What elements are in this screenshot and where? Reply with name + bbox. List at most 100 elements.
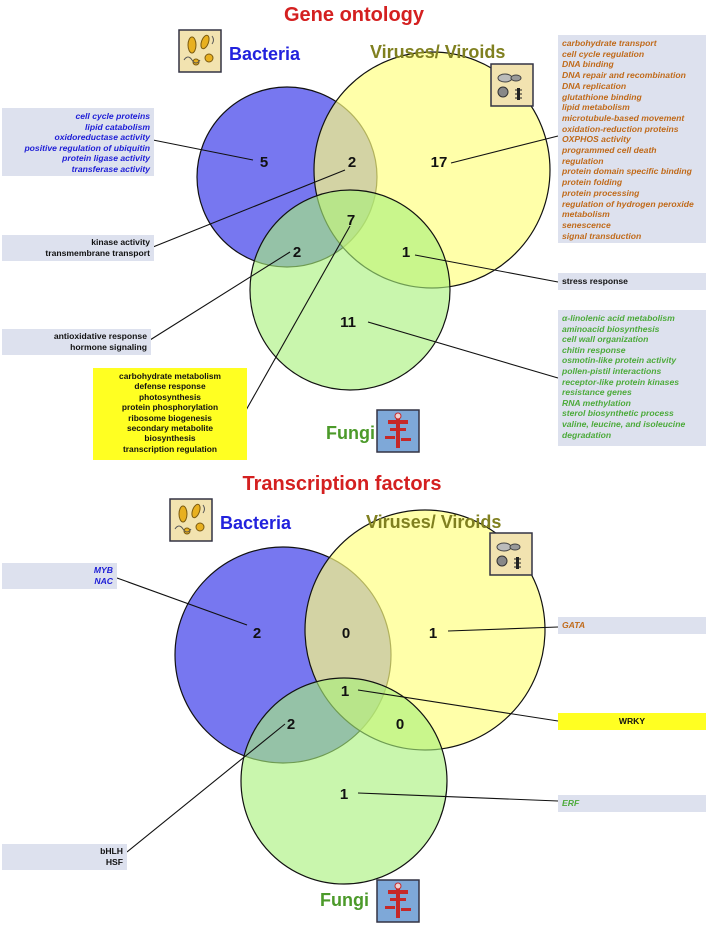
tf-count-all-three: 1 bbox=[341, 683, 349, 700]
go-term: stress response bbox=[562, 276, 628, 286]
go-term: transcription regulation bbox=[123, 443, 217, 454]
go-list-all-three: carbohydrate metabolism defense response… bbox=[93, 368, 247, 460]
go-term: protein ligase activity bbox=[62, 153, 150, 164]
go-list-viruses-only: carbohydrate transport cell cycle regula… bbox=[558, 35, 706, 243]
go-term: secondary metabolite bbox=[126, 423, 214, 434]
go-list-bacteria-fungi: antioxidative response hormone signaling bbox=[2, 329, 151, 355]
tf-leader-fungi-only bbox=[357, 792, 559, 802]
virus-icon bbox=[490, 63, 534, 107]
tf-list-viruses-only: GATA bbox=[558, 617, 706, 634]
go-term: signal transduction bbox=[562, 230, 642, 241]
tf-fungi-label: Fungi bbox=[320, 890, 369, 910]
go-term: valine, leucine, and isoleucine bbox=[562, 418, 686, 429]
go-term: defense response bbox=[134, 381, 206, 392]
gene-ontology-title: Gene ontology bbox=[284, 4, 425, 26]
go-term: cell wall organization bbox=[562, 334, 649, 345]
go-term: receptor-like protein kinases bbox=[562, 376, 680, 387]
go-fungi-circle bbox=[249, 189, 451, 391]
go-leader-all-three bbox=[244, 225, 351, 413]
go-term: oxidation-reduction proteins bbox=[562, 123, 679, 134]
go-term: photosynthesis bbox=[139, 391, 201, 402]
tf-leader-all-three bbox=[357, 689, 559, 722]
go-term: transmembrane transport bbox=[45, 247, 150, 258]
go-viruses-label: Viruses/ Viroids bbox=[370, 42, 505, 62]
tf-list-bacteria-only: MYB NAC bbox=[2, 563, 117, 589]
tf-list-all-three: WRKY bbox=[558, 713, 706, 730]
go-list-bacteria-viruses: kinase activity transmembrane transport bbox=[2, 235, 154, 261]
tf-list-bacteria-fungi: bHLH HSF bbox=[2, 844, 127, 870]
tf-term: MYB bbox=[93, 565, 113, 575]
go-leader-viruses-only bbox=[450, 135, 559, 164]
go-term: lipid catabolism bbox=[85, 121, 150, 132]
go-term: degradation bbox=[562, 429, 612, 440]
go-term: positive regulation of ubiquitin bbox=[24, 142, 150, 153]
go-term: cell cycle regulation bbox=[562, 48, 645, 59]
tf-count-viruses-fungi: 0 bbox=[396, 716, 404, 733]
tf-venn bbox=[174, 509, 546, 885]
go-term: protein folding bbox=[562, 177, 623, 188]
tf-list-fungi-only: ERF bbox=[558, 795, 706, 812]
go-term: ribosome biogenesis bbox=[128, 412, 212, 423]
tf-viruses-label: Viruses/ Viroids bbox=[366, 512, 501, 532]
go-term: protein domain specific binding bbox=[562, 166, 692, 177]
go-list-fungi-only: α-linolenic acid metabolism aminoacid bi… bbox=[558, 310, 706, 446]
go-term: protein processing bbox=[562, 187, 640, 198]
bacteria-icon bbox=[178, 29, 222, 73]
fungi-icon bbox=[376, 409, 420, 453]
tf-term: NAC bbox=[94, 575, 113, 586]
go-term: α-linolenic acid metabolism bbox=[562, 313, 675, 323]
go-term: sterol biosynthetic process bbox=[562, 408, 674, 419]
go-term: oxidoreductase activity bbox=[54, 132, 150, 143]
go-leader-bacteria-viruses bbox=[152, 169, 346, 248]
go-count-bacteria-fungi: 2 bbox=[293, 244, 301, 261]
transcription-factors-title: Transcription factors bbox=[243, 473, 442, 495]
go-term: cell cycle proteins bbox=[75, 111, 150, 121]
go-count-all-three: 7 bbox=[347, 212, 355, 229]
go-term: senescence bbox=[562, 219, 611, 230]
go-term: resistance genes bbox=[562, 387, 632, 398]
tf-term: GATA bbox=[562, 620, 586, 630]
go-count-bacteria-only: 5 bbox=[260, 154, 268, 171]
tf-count-bacteria-viruses: 0 bbox=[342, 625, 350, 642]
go-term: glutathione binding bbox=[562, 91, 642, 102]
go-term: biosynthesis bbox=[144, 433, 196, 444]
tf-count-viruses-only: 1 bbox=[429, 625, 437, 642]
go-term: microtubule-based movement bbox=[562, 112, 685, 123]
tf-term: ERF bbox=[562, 798, 580, 808]
go-term: protein phosphorylation bbox=[121, 402, 219, 413]
go-term: pollen-pistil interactions bbox=[562, 365, 662, 376]
go-fungi-label: Fungi bbox=[326, 423, 375, 443]
tf-term: WRKY bbox=[618, 716, 646, 726]
go-term: regulation bbox=[562, 155, 604, 166]
go-term: OXPHOS activity bbox=[562, 134, 631, 145]
tf-fungi-circle bbox=[240, 677, 448, 885]
go-term: kinase activity bbox=[91, 237, 150, 247]
go-term: carbohydrate transport bbox=[562, 38, 657, 48]
go-term: RNA methylation bbox=[562, 397, 631, 408]
tf-leader-bacteria-only bbox=[116, 577, 248, 626]
tf-leader-lines bbox=[116, 577, 559, 853]
go-count-fungi-only: 11 bbox=[340, 314, 356, 331]
go-list-bacteria-only: cell cycle proteins lipid catabolism oxi… bbox=[2, 108, 154, 176]
go-count-bacteria-viruses: 2 bbox=[348, 154, 356, 171]
tf-term: HSF bbox=[105, 856, 123, 867]
go-term: osmotin-like protein activity bbox=[562, 355, 677, 366]
go-leader-bacteria-fungi bbox=[149, 251, 291, 341]
go-leader-fungi-only bbox=[367, 321, 559, 379]
virus-icon bbox=[489, 532, 533, 576]
tf-leader-viruses-only bbox=[447, 626, 559, 632]
bacteria-icon bbox=[169, 498, 213, 542]
go-term: hormone signaling bbox=[70, 341, 147, 352]
go-term: regulation of hydrogen peroxide bbox=[562, 198, 694, 209]
go-count-viruses-only: 17 bbox=[431, 154, 448, 171]
tf-leader-bacteria-fungi bbox=[126, 723, 286, 853]
go-venn bbox=[196, 51, 551, 391]
go-term: DNA binding bbox=[562, 59, 614, 70]
tf-count-fungi-only: 1 bbox=[340, 786, 348, 803]
go-term: DNA repair and recombination bbox=[562, 70, 686, 81]
go-list-viruses-fungi: stress response bbox=[558, 273, 706, 290]
tf-bacteria-label: Bacteria bbox=[220, 513, 292, 533]
go-bacteria-label: Bacteria bbox=[229, 44, 301, 64]
go-term: aminoacid biosynthesis bbox=[562, 323, 660, 334]
